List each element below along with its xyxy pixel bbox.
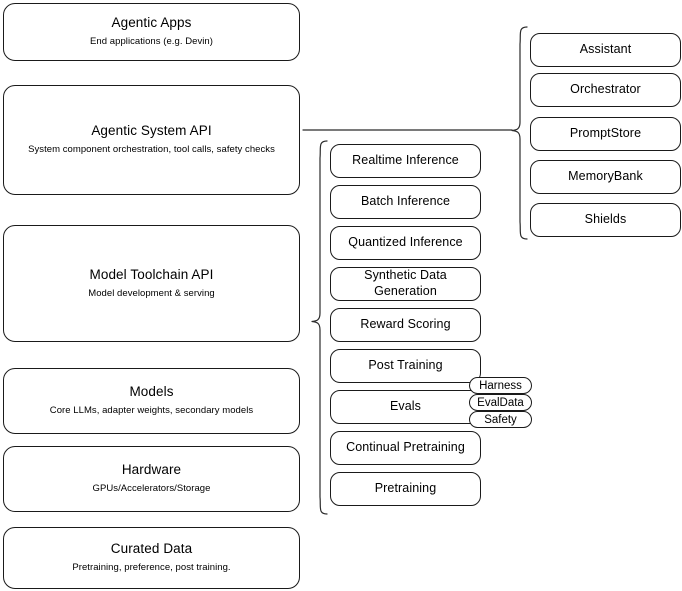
toolchain-item-synthetic-data-generation[interactable]: Synthetic Data Generation — [330, 267, 481, 301]
evals-badge-safety[interactable]: Safety — [469, 411, 532, 428]
toolchain-item-pretraining[interactable]: Pretraining — [330, 472, 481, 506]
layer-models[interactable]: Models Core LLMs, adapter weights, secon… — [3, 368, 300, 434]
system-item-assistant[interactable]: Assistant — [530, 33, 681, 67]
layer-agentic-apps[interactable]: Agentic Apps End applications (e.g. Devi… — [3, 3, 300, 61]
brace-toolchain-components — [311, 140, 328, 515]
layer-curated-data[interactable]: Curated Data Pretraining, preference, po… — [3, 527, 300, 589]
layer-title: Models — [129, 384, 174, 400]
system-item-memorybank[interactable]: MemoryBank — [530, 160, 681, 194]
toolchain-item-post-training[interactable]: Post Training — [330, 349, 481, 383]
layer-model-toolchain-api[interactable]: Model Toolchain API Model development & … — [3, 225, 300, 342]
toolchain-item-evals[interactable]: Evals — [330, 390, 481, 424]
evals-badge-label: Safety — [484, 413, 517, 426]
toolchain-item-label: Evals — [389, 399, 422, 414]
toolchain-item-label: Realtime Inference — [352, 153, 459, 168]
toolchain-item-continual-pretraining[interactable]: Continual Pretraining — [330, 431, 481, 465]
layer-title: Curated Data — [110, 541, 193, 557]
layer-title: Hardware — [121, 462, 182, 478]
toolchain-item-quantized-inference[interactable]: Quantized Inference — [330, 226, 481, 260]
system-item-label: Shields — [584, 212, 627, 227]
toolchain-item-label: Post Training — [368, 358, 443, 373]
system-item-label: PromptStore — [569, 126, 642, 141]
layer-subtitle: Core LLMs, adapter weights, secondary mo… — [49, 405, 254, 417]
evals-badge-label: Harness — [479, 379, 522, 392]
toolchain-item-label: Batch Inference — [360, 194, 451, 209]
layer-subtitle: GPUs/Accelerators/Storage — [92, 483, 211, 495]
system-item-label: Assistant — [579, 42, 632, 57]
toolchain-item-batch-inference[interactable]: Batch Inference — [330, 185, 481, 219]
toolchain-item-label: Quantized Inference — [348, 235, 463, 250]
layer-title: Model Toolchain API — [89, 266, 214, 282]
system-item-label: Orchestrator — [570, 82, 641, 97]
toolchain-item-realtime-inference[interactable]: Realtime Inference — [330, 144, 481, 178]
layer-subtitle: Pretraining, preference, post training. — [72, 562, 231, 574]
brace-system-components — [511, 26, 528, 240]
toolchain-item-label: Continual Pretraining — [346, 440, 465, 455]
system-item-orchestrator[interactable]: Orchestrator — [530, 73, 681, 107]
layer-title: Agentic Apps — [111, 15, 192, 31]
layer-subtitle: System component orchestration, tool cal… — [28, 144, 275, 156]
toolchain-item-label: Pretraining — [374, 481, 437, 496]
toolchain-item-label: Reward Scoring — [360, 317, 451, 332]
evals-badge-harness[interactable]: Harness — [469, 377, 532, 394]
system-item-shields[interactable]: Shields — [530, 203, 681, 237]
layer-subtitle: Model development & serving — [88, 287, 215, 299]
system-item-label: MemoryBank — [568, 169, 643, 184]
system-item-promptstore[interactable]: PromptStore — [530, 117, 681, 151]
layer-title: Agentic System API — [91, 123, 212, 139]
toolchain-item-reward-scoring[interactable]: Reward Scoring — [330, 308, 481, 342]
layer-hardware[interactable]: Hardware GPUs/Accelerators/Storage — [3, 446, 300, 512]
layer-subtitle: End applications (e.g. Devin) — [90, 36, 213, 48]
layer-agentic-system-api[interactable]: Agentic System API System component orch… — [3, 85, 300, 195]
toolchain-item-label: Synthetic Data Generation — [364, 268, 447, 298]
evals-badge-evaldata[interactable]: EvalData — [469, 394, 532, 411]
evals-badge-label: EvalData — [477, 396, 524, 409]
